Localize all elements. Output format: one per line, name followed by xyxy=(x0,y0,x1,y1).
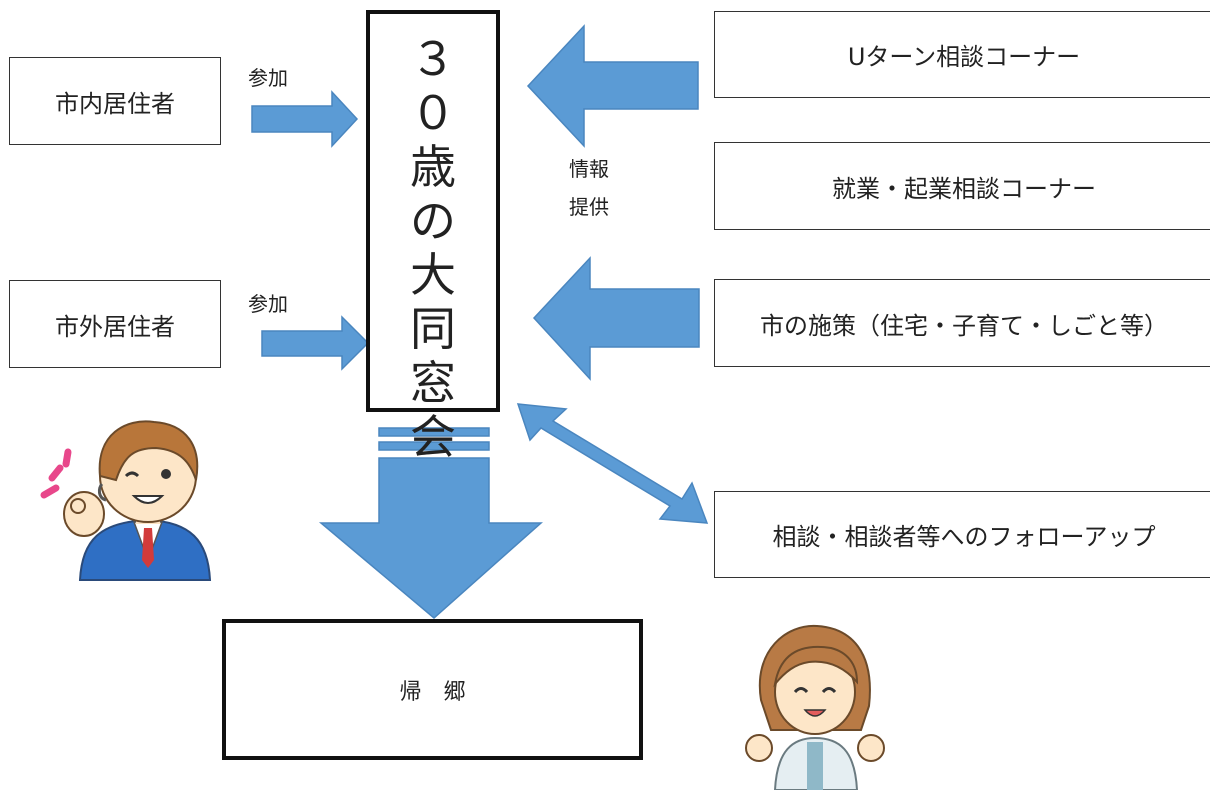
followup-box: 相談・相談者等へのフォローアップ xyxy=(714,491,1210,578)
employment-box: 就業・起業相談コーナー xyxy=(714,142,1210,230)
reunion-title: ３ ０ 歳 の 大 同 窓 会 xyxy=(406,32,460,464)
resident-out-box: 市外居住者 xyxy=(9,280,221,368)
woman-cheering-illustration xyxy=(745,624,885,790)
man-ok-sign-illustration xyxy=(40,420,212,581)
reunion-box: ３ ０ 歳 の 大 同 窓 会 xyxy=(366,10,500,464)
woman-fist-right xyxy=(857,734,885,762)
followup-label: 相談・相談者等へのフォローアップ xyxy=(772,523,1156,551)
policy-box: 市の施策（住宅・子育て・しごと等） xyxy=(714,279,1210,367)
join-label-2: 参加 xyxy=(248,292,288,316)
reunion-char-2: ０ xyxy=(410,86,456,140)
excite-mark-1 xyxy=(40,484,60,499)
uturn-label: Uターン相談コーナー xyxy=(847,43,1081,71)
policy-label: 市の施策（住宅・子育て・しごと等） xyxy=(760,311,1168,340)
reunion-char-6: 同 xyxy=(410,302,456,356)
return-home-box: 帰 郷 xyxy=(222,619,643,760)
uturn-box: Uターン相談コーナー xyxy=(714,11,1210,98)
reunion-char-8: 会 xyxy=(410,410,456,464)
man-hand xyxy=(63,491,105,537)
info-label-line-2: 提供 xyxy=(569,195,609,219)
info-arrow-bottom xyxy=(532,256,700,381)
resident-in-box: 市内居住者 xyxy=(9,57,221,145)
info-label-line-1: 情報 xyxy=(569,157,609,181)
resident-in-label: 市内居住者 xyxy=(55,89,175,118)
man-tie xyxy=(142,528,154,568)
woman-fist-left xyxy=(745,734,773,762)
reunion-char-1: ３ xyxy=(410,32,456,86)
excite-mark-3 xyxy=(62,448,72,468)
reunion-char-4: の xyxy=(410,194,456,248)
excite-mark-2 xyxy=(48,464,64,482)
reunion-char-3: 歳 xyxy=(410,140,456,194)
return-home-label: 帰 郷 xyxy=(399,679,466,705)
join-arrow-2 xyxy=(261,315,370,371)
join-label-1: 参加 xyxy=(248,66,288,90)
employment-label: 就業・起業相談コーナー xyxy=(832,174,1096,203)
man-hair xyxy=(98,420,199,482)
info-arrow-top xyxy=(526,24,699,148)
double-arrow xyxy=(516,403,709,524)
resident-out-label: 市外居住者 xyxy=(55,312,175,341)
join-arrow-1 xyxy=(251,90,359,148)
down-arrow xyxy=(318,457,543,619)
down-arrow-stripe-1 xyxy=(378,427,490,437)
info-provision-label: 情報 提供 xyxy=(559,150,619,226)
reunion-char-5: 大 xyxy=(410,248,456,302)
down-arrow-stripe-2 xyxy=(378,441,490,451)
reunion-char-7: 窓 xyxy=(410,356,456,410)
